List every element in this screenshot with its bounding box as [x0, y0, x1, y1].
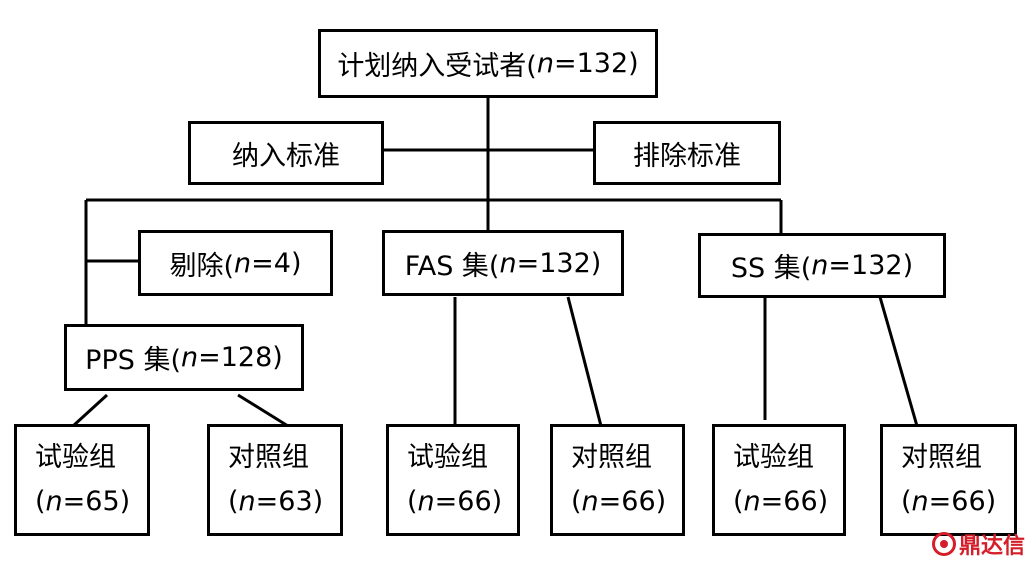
fas-control-group-box: 对照组 (n=66)	[550, 424, 685, 536]
ss-trial-group-label: 试验组	[733, 442, 814, 473]
pps-control-group-count: (n=63)	[228, 486, 324, 517]
root-label: 计划纳入受试者(	[337, 51, 537, 82]
ss-n-var: n	[811, 250, 829, 281]
exclusion-criteria-box: 排除标准	[593, 121, 781, 185]
fas-trial-group-box: 试验组 (n=66)	[386, 424, 520, 536]
fas-control-group-label: 对照组	[571, 442, 652, 473]
pps-trial-line	[71, 393, 109, 428]
watermark-text: 鼎达信	[958, 534, 1025, 559]
pps-trial-group-label: 试验组	[35, 442, 116, 473]
inclusion-criteria-box: 纳入标准	[188, 121, 384, 185]
ss-set-label: SS 集(	[730, 253, 812, 284]
pps-control-group-box: 对照组 (n=63)	[207, 424, 343, 536]
ss-trial-group-count: (n=66)	[733, 486, 829, 517]
root-n-value: =132)	[553, 48, 639, 79]
ss-set-box: SS 集(n=132)	[698, 233, 946, 298]
ss-control-line	[878, 296, 919, 427]
fas-trial-group-count: (n=66)	[407, 486, 503, 517]
excluded-box: 剔除(n=4)	[138, 230, 333, 296]
excluded-n-var: n	[234, 247, 252, 279]
fas-control-group-count: (n=66)	[571, 486, 667, 517]
inclusion-criteria-label: 纳入标准	[232, 140, 340, 172]
fas-control-line	[566, 296, 603, 427]
pps-control-line	[237, 393, 289, 428]
fas-trial-group-label: 试验组	[407, 442, 488, 473]
ss-n-value: =132)	[828, 250, 914, 281]
fas-set-box: FAS 集(n=132)	[382, 230, 624, 296]
ss-control-group-label: 对照组	[901, 442, 982, 473]
fas-n-value: =132)	[516, 247, 602, 279]
ss-control-group-count: (n=66)	[901, 486, 997, 517]
pps-trial-group-box: 试验组 (n=65)	[14, 424, 150, 536]
excluded-label: 剔除(	[169, 250, 235, 282]
ss-control-group-box: 对照组 (n=66)	[880, 424, 1017, 536]
root-n-var: n	[536, 48, 554, 79]
fas-n-var: n	[499, 247, 517, 279]
ss-trial-group-box: 试验组 (n=66)	[712, 424, 846, 536]
pps-set-box: PPS 集(n=128)	[64, 324, 304, 391]
excluded-n-value: =4)	[251, 247, 302, 279]
pps-control-group-label: 对照组	[228, 442, 309, 473]
pps-trial-group-count: (n=65)	[35, 486, 131, 517]
watermark: 鼎达信	[931, 528, 1025, 560]
root-box: 计划纳入受试者(n=132)	[318, 29, 658, 98]
fas-set-label: FAS 集(	[404, 250, 500, 282]
pps-n-value: =128)	[198, 342, 283, 373]
pps-set-label: PPS 集(	[85, 345, 181, 376]
exclusion-criteria-label: 排除标准	[633, 140, 741, 172]
pps-n-var: n	[181, 342, 199, 373]
watermark-logo-icon	[931, 532, 956, 556]
